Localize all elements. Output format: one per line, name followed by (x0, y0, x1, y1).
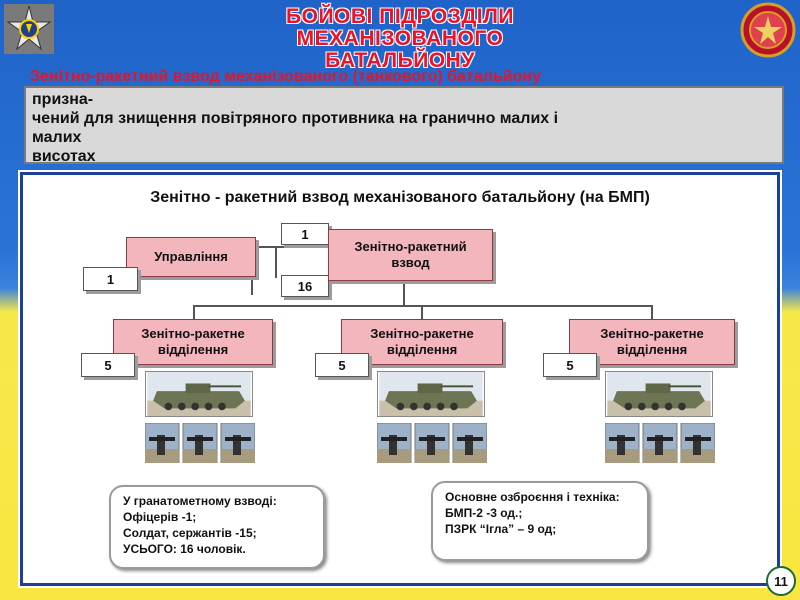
connector-line (193, 305, 195, 319)
connector-line (421, 305, 423, 319)
section-label-line: відділення (616, 342, 688, 357)
platoon-box: Зенітно-ракетний взвод (328, 229, 493, 281)
info-line: ПЗРК “Ігла” – 9 од; (445, 522, 557, 536)
description-lead: Зенітно-ракетний взвод механізованого (т… (30, 68, 541, 85)
bmp-vehicle-image (605, 371, 713, 417)
connector-line (193, 305, 653, 307)
manpads-operators-image (145, 423, 255, 463)
military-emblem-right-icon (740, 2, 796, 58)
info-line: УСЬОГО: 16 чоловік. (123, 542, 246, 556)
section-label-line: Зенітно-ракетне (600, 326, 704, 341)
connector-line (651, 305, 653, 319)
bmp-vehicle-image (377, 371, 485, 417)
title-line-3: БАТАЛЬЙОНУ (325, 49, 475, 72)
section-label-line: Зенітно-ракетне (370, 326, 474, 341)
section-label-line: Зенітно-ракетне (141, 326, 245, 341)
description-line: чений для знищення повітряного противник… (32, 110, 559, 127)
diagram-title: Зенітно - ракетний взвод механізованого … (150, 189, 650, 206)
section-box-3: Зенітно-ракетне відділення (569, 319, 735, 365)
platoon-label-line: Зенітно-ракетний (354, 239, 467, 254)
description-line: висотах (32, 148, 96, 164)
platoon-count-top: 1 (281, 223, 329, 245)
equipment-info-box: Основне озброєння і техніка: БМП-2 -3 од… (431, 481, 649, 561)
description-line: призна- (32, 91, 94, 108)
section-count-1: 5 (81, 353, 135, 377)
control-box: Управління (126, 237, 256, 277)
description-box: призна- чений для знищення повітряного п… (24, 86, 784, 164)
info-line: БМП-2 -3 од.; (445, 506, 523, 520)
title-line-2: МЕХАНІЗОВАНОГО (296, 27, 504, 50)
section-count-2: 5 (315, 353, 369, 377)
platoon-label-line: взвод (391, 255, 430, 270)
connector-line (275, 246, 277, 278)
description-line: малих (32, 129, 82, 146)
section-label-line: відділення (157, 342, 229, 357)
info-line: Офіцерів -1; (123, 510, 197, 524)
manpads-operators-image (605, 423, 715, 463)
description-text: призна- чений для знищення повітряного п… (32, 90, 772, 164)
page-number-badge: 11 (766, 566, 796, 596)
connector-line (403, 281, 405, 305)
page-title: БОЙОВІ ПІДРОЗДІЛИ МЕХАНІЗОВАНОГО БАТАЛЬЙ… (200, 6, 600, 72)
military-emblem-left-icon (4, 4, 54, 54)
info-line: У гранатометному взводі: (123, 494, 277, 508)
platoon-count-total: 16 (281, 275, 329, 297)
info-line: Солдат, сержантів -15; (123, 526, 257, 540)
section-box-1: Зенітно-ракетне відділення (113, 319, 273, 365)
connector-line (258, 246, 330, 248)
manpads-operators-image (377, 423, 487, 463)
org-chart-panel: Зенітно - ракетний взвод механізованого … (18, 170, 782, 588)
section-count-3: 5 (543, 353, 597, 377)
info-line: Основне озброєння і техніка: (445, 490, 620, 504)
title-line-1: БОЙОВІ ПІДРОЗДІЛИ (286, 5, 514, 28)
section-label-line: відділення (386, 342, 458, 357)
personnel-info-box: У гранатометному взводі: Офіцерів -1; Со… (109, 485, 325, 569)
bmp-vehicle-image (145, 371, 253, 417)
control-count: 1 (83, 267, 138, 291)
